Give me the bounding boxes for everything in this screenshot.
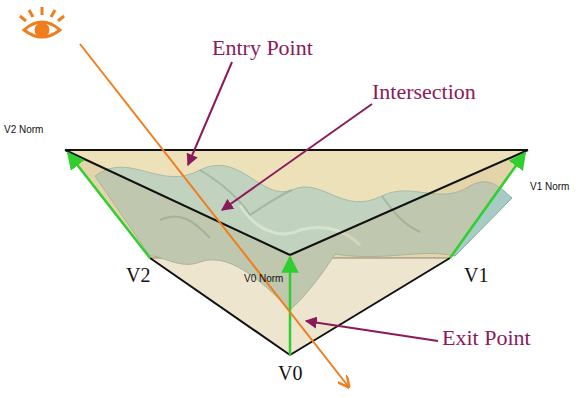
- prism-edges: [65, 150, 528, 355]
- normal-label: V1 Norm: [530, 181, 569, 192]
- normal-arrow: [289, 257, 292, 355]
- vertex-label: V1: [464, 264, 488, 286]
- eye-icon: [20, 7, 64, 37]
- view-ray: [80, 44, 348, 386]
- callout-label: Intersection: [372, 80, 476, 104]
- callout-label: Exit Point: [442, 326, 531, 350]
- vertex-label: V2: [126, 264, 150, 286]
- callout-label: Entry Point: [212, 36, 313, 60]
- normal-arrow: [450, 153, 525, 258]
- vertex-label: V0: [278, 362, 302, 384]
- leader-arrow: [306, 321, 438, 341]
- leader-arrow: [188, 62, 232, 165]
- normal-arrow: [68, 153, 150, 258]
- leader-arrow: [222, 104, 372, 210]
- normal-label: V0 Norm: [244, 273, 283, 284]
- normal-label: V2 Norm: [4, 124, 43, 135]
